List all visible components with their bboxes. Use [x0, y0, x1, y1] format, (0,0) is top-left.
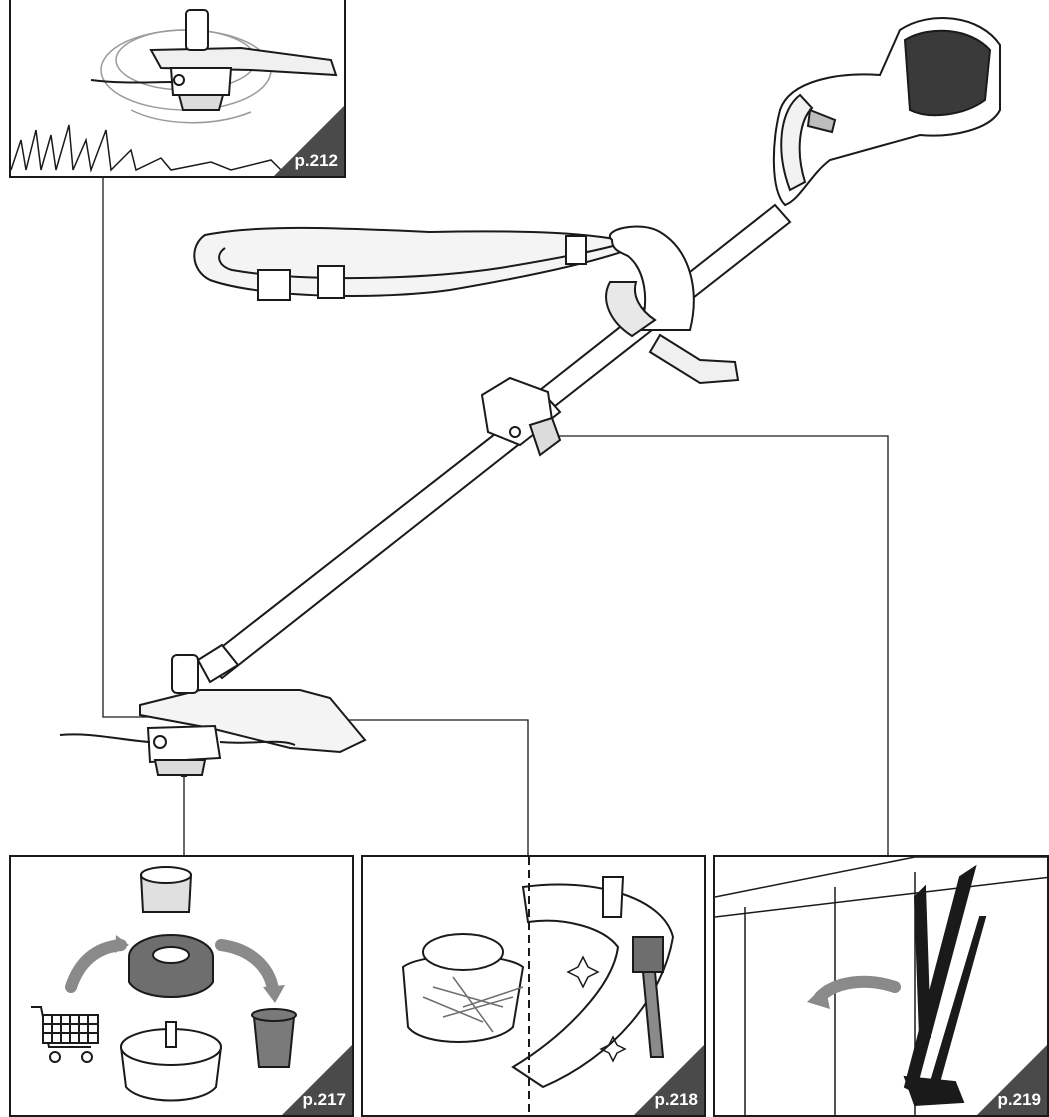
leader-cutting [102, 178, 174, 718]
cutting-illustration [11, 9, 338, 173]
assist-handle [605, 225, 740, 385]
shoulder-strap [193, 226, 643, 301]
trimmer-head [139, 643, 367, 776]
cutting-line [59, 733, 151, 743]
ref-label-storage: p.219 [997, 1090, 1041, 1109]
ref-label-cutting: p.212 [294, 151, 338, 170]
ref-tab-cleaning [634, 1045, 704, 1115]
ref-label-spool: p.217 [302, 1090, 346, 1109]
shopping-cart-icon [31, 1006, 99, 1063]
panel-spool: p.217 [9, 855, 354, 1117]
leader-guard [345, 719, 529, 858]
ref-tab-spool [282, 1045, 352, 1115]
ref-tab-storage [977, 1045, 1047, 1115]
stored-trimmer [903, 864, 987, 1107]
panel-storage: p.219 [713, 855, 1049, 1117]
shaft-coupling [480, 376, 562, 457]
storage-illustration [715, 857, 1047, 1115]
brush-icon [632, 936, 665, 1058]
leader-handle [548, 435, 889, 858]
panel-cutting: p.212 [9, 0, 346, 178]
ref-tab-cutting [274, 106, 344, 176]
spool-part [128, 934, 214, 998]
motor-housing [772, 17, 1001, 207]
spool-illustration [31, 866, 297, 1102]
sparkle-icon [566, 955, 627, 1063]
panel-cleaning: p.218 [361, 855, 706, 1117]
cleaning-illustration [401, 857, 675, 1115]
ref-label-cleaning: p.218 [654, 1090, 698, 1109]
